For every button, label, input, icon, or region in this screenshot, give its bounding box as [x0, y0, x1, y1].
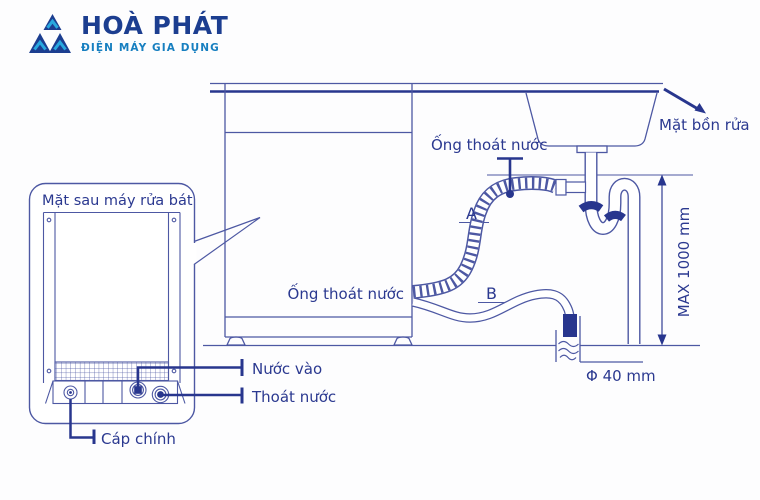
callout-pointer-icon	[193, 216, 261, 265]
sink-trap-pipe	[584, 152, 641, 344]
hoaphat-triangles-icon	[29, 14, 71, 53]
vent-mesh	[54, 361, 170, 382]
drain-hose-outlet-label: Ống thoát nước	[288, 282, 404, 303]
sink-surface-callout: Mặt bồn rửa	[659, 87, 750, 134]
dishwasher-foot-right	[392, 336, 414, 346]
countertop	[210, 82, 663, 93]
water-waves-icon	[558, 340, 579, 361]
sink-surface-label: Mặt bồn rửa	[659, 116, 750, 134]
screw-icon	[46, 217, 52, 223]
drain-hose-sink-callout: Ống thoát nước	[431, 133, 547, 198]
pointer-dot-icon	[506, 190, 514, 198]
arrow-down-icon	[657, 334, 667, 346]
hose-b-label: B	[486, 284, 497, 303]
main-cable-label: Cáp chính	[101, 430, 176, 448]
trap-clamp-right	[603, 210, 626, 222]
brand-logo: HOÀ PHÁT ĐIỆN MÁY GIA DỤNG	[28, 11, 229, 55]
screw-icon	[171, 217, 177, 223]
connector-leaders	[69, 359, 244, 444]
hose-b-end	[563, 314, 577, 337]
screw-icon	[46, 368, 52, 374]
drain-hose-sink-label: Ống thoát nước	[431, 133, 547, 154]
dishwasher-body	[224, 84, 414, 346]
water-inlet-label: Nước vào	[252, 360, 322, 378]
smooth-drain-hose-b	[411, 289, 575, 324]
hose-connector	[555, 178, 626, 222]
back-panel-drawing	[42, 211, 186, 405]
max-height-measurement: MAX 1000 mm	[657, 174, 693, 346]
back-panel-title: Mặt sau máy rửa bát	[42, 193, 193, 209]
brand-tagline: ĐIỆN MÁY GIA DỤNG	[81, 42, 220, 55]
hose-a-label: A	[466, 204, 477, 223]
standpipe	[555, 314, 643, 363]
screw-icon	[171, 368, 177, 374]
corrugated-drain-hose-a	[412, 176, 560, 299]
dishwasher-foot-left	[225, 336, 247, 346]
brand-name: HOÀ PHÁT	[81, 11, 229, 40]
trap-clamp-left	[578, 201, 604, 213]
standpipe-diameter-label: Φ 40 mm	[586, 367, 656, 385]
back-panel-callout: Mặt sau máy rửa bát	[28, 182, 336, 448]
arrow-diagonal-icon	[694, 103, 706, 114]
water-drain-label: Thoát nước	[251, 388, 336, 406]
max-height-label: MAX 1000 mm	[675, 207, 693, 317]
arrow-up-icon	[657, 174, 667, 186]
